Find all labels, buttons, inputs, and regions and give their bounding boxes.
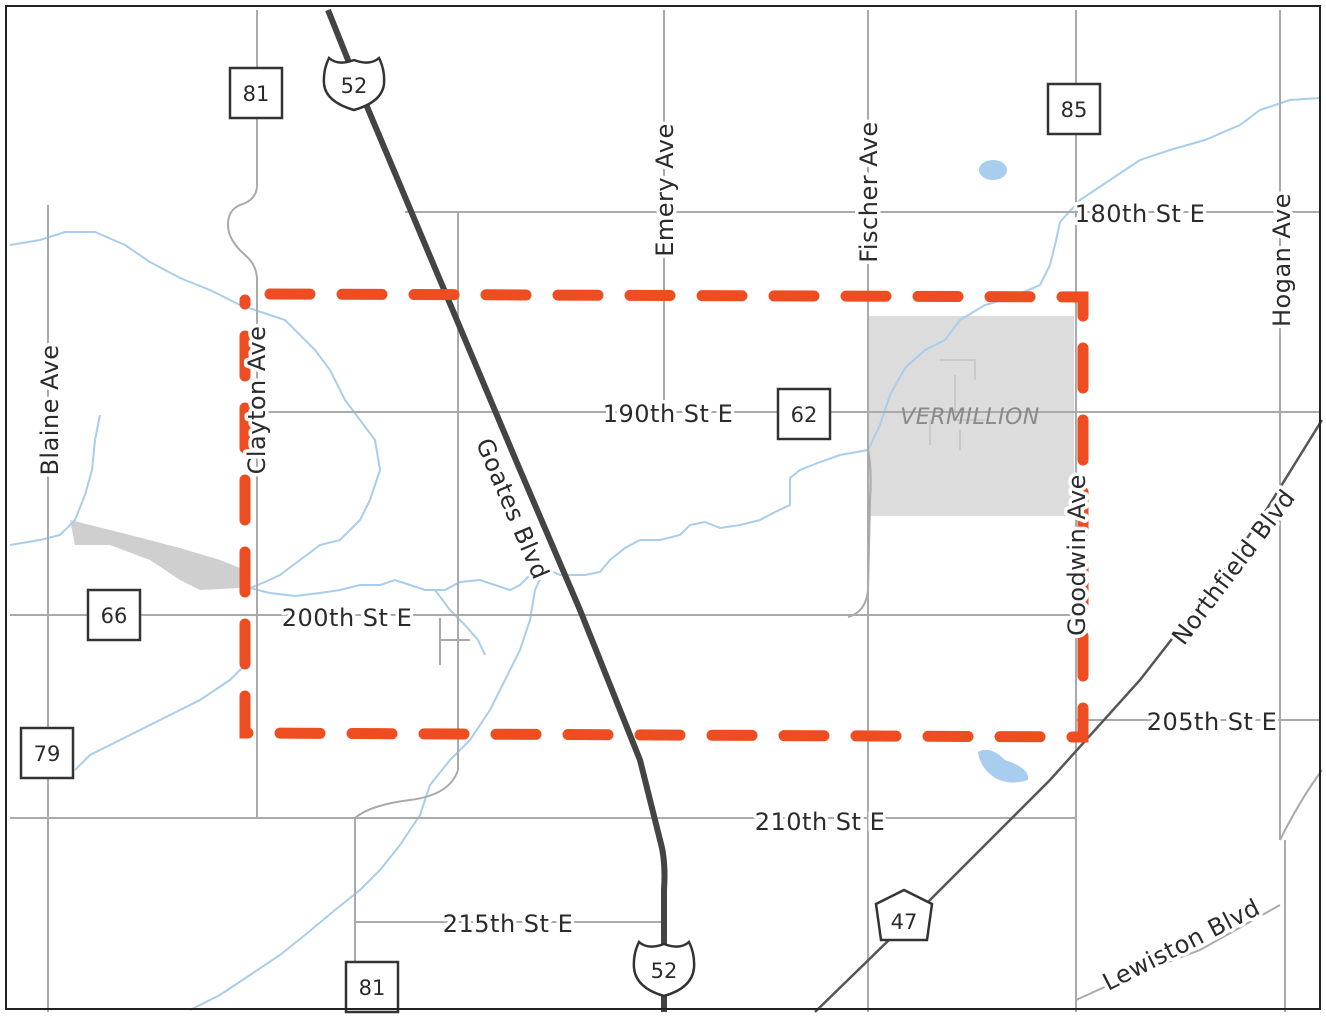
- svg-text:Goodwin Ave: Goodwin Ave: [1063, 474, 1091, 636]
- label-goodwin-ave: Goodwin Ave: [1063, 474, 1091, 636]
- river-blaine-branch: [9, 414, 101, 546]
- svg-text:Hogan Ave: Hogan Ave: [1268, 193, 1296, 327]
- svg-text:47: 47: [891, 910, 918, 934]
- river-south-branch: [189, 567, 546, 1011]
- shield-85: 85: [1046, 82, 1102, 136]
- label-215th-st-e: 215th St E: [443, 910, 574, 938]
- svg-text:215th St E: 215th St E: [443, 910, 574, 938]
- svg-text:85: 85: [1061, 98, 1088, 122]
- svg-text:81: 81: [243, 82, 270, 106]
- shield-81-top: 81: [228, 66, 284, 120]
- svg-text:Clayton Ave: Clayton Ave: [243, 326, 271, 475]
- svg-text:210th St E: 210th St E: [755, 808, 886, 836]
- town-label: VERMILLION: [900, 405, 1039, 430]
- shield-us52-top: 52: [322, 55, 386, 112]
- shield-47: 47: [874, 888, 934, 942]
- label-fischer-ave: Fischer Ave: [855, 121, 883, 262]
- river-west-branch: [74, 659, 251, 771]
- svg-text:52: 52: [651, 959, 678, 983]
- svg-text:205th St E: 205th St E: [1147, 708, 1278, 736]
- svg-text:81: 81: [359, 976, 386, 1000]
- us52-highway-line: [325, 8, 668, 1012]
- river-creek: [434, 589, 486, 656]
- reservoir-area: [70, 520, 240, 590]
- study-area-boundary: [239, 288, 1089, 743]
- local-roads: [10, 10, 1323, 1012]
- map-border: [5, 5, 1321, 1010]
- vermillion-town-area: [868, 316, 1074, 516]
- shield-81-bottom: 81: [344, 960, 400, 1014]
- label-clayton-ave: Clayton Ave: [243, 326, 271, 475]
- label-180th-st-e: 180th St E: [1075, 200, 1206, 228]
- pond-north: [979, 160, 1007, 180]
- label-emery-ave: Emery Ave: [651, 123, 679, 257]
- svg-text:66: 66: [101, 604, 128, 628]
- river-main: [239, 97, 1321, 598]
- river-clayton-branch: [9, 231, 382, 589]
- svg-text:Emery Ave: Emery Ave: [651, 123, 679, 257]
- label-hogan-ave: Hogan Ave: [1268, 193, 1296, 327]
- label-190th-st-e: 190th St E: [603, 400, 734, 428]
- shield-66: 66: [86, 588, 142, 642]
- svg-text:79: 79: [34, 742, 61, 766]
- shield-62: 62: [776, 387, 832, 441]
- label-200th-st-e: 200th St E: [282, 604, 413, 632]
- shield-us52-bottom: 52: [632, 939, 696, 998]
- label-blaine-ave: Blaine Ave: [36, 344, 64, 475]
- shield-79: 79: [19, 726, 75, 780]
- label-210th-st-e: 210th St E: [755, 808, 886, 836]
- pond-south: [978, 749, 1029, 783]
- svg-text:190th St E: 190th St E: [603, 400, 734, 428]
- svg-text:62: 62: [791, 403, 818, 427]
- town-streets: [929, 359, 985, 450]
- svg-text:200th St E: 200th St E: [282, 604, 413, 632]
- svg-text:Blaine Ave: Blaine Ave: [36, 344, 64, 475]
- svg-text:180th St E: 180th St E: [1075, 200, 1206, 228]
- label-205th-st-e: 205th St E: [1147, 708, 1278, 736]
- svg-text:Fischer Ave: Fischer Ave: [855, 121, 883, 262]
- northfield-blvd-line: [814, 419, 1324, 1013]
- svg-text:52: 52: [341, 74, 368, 98]
